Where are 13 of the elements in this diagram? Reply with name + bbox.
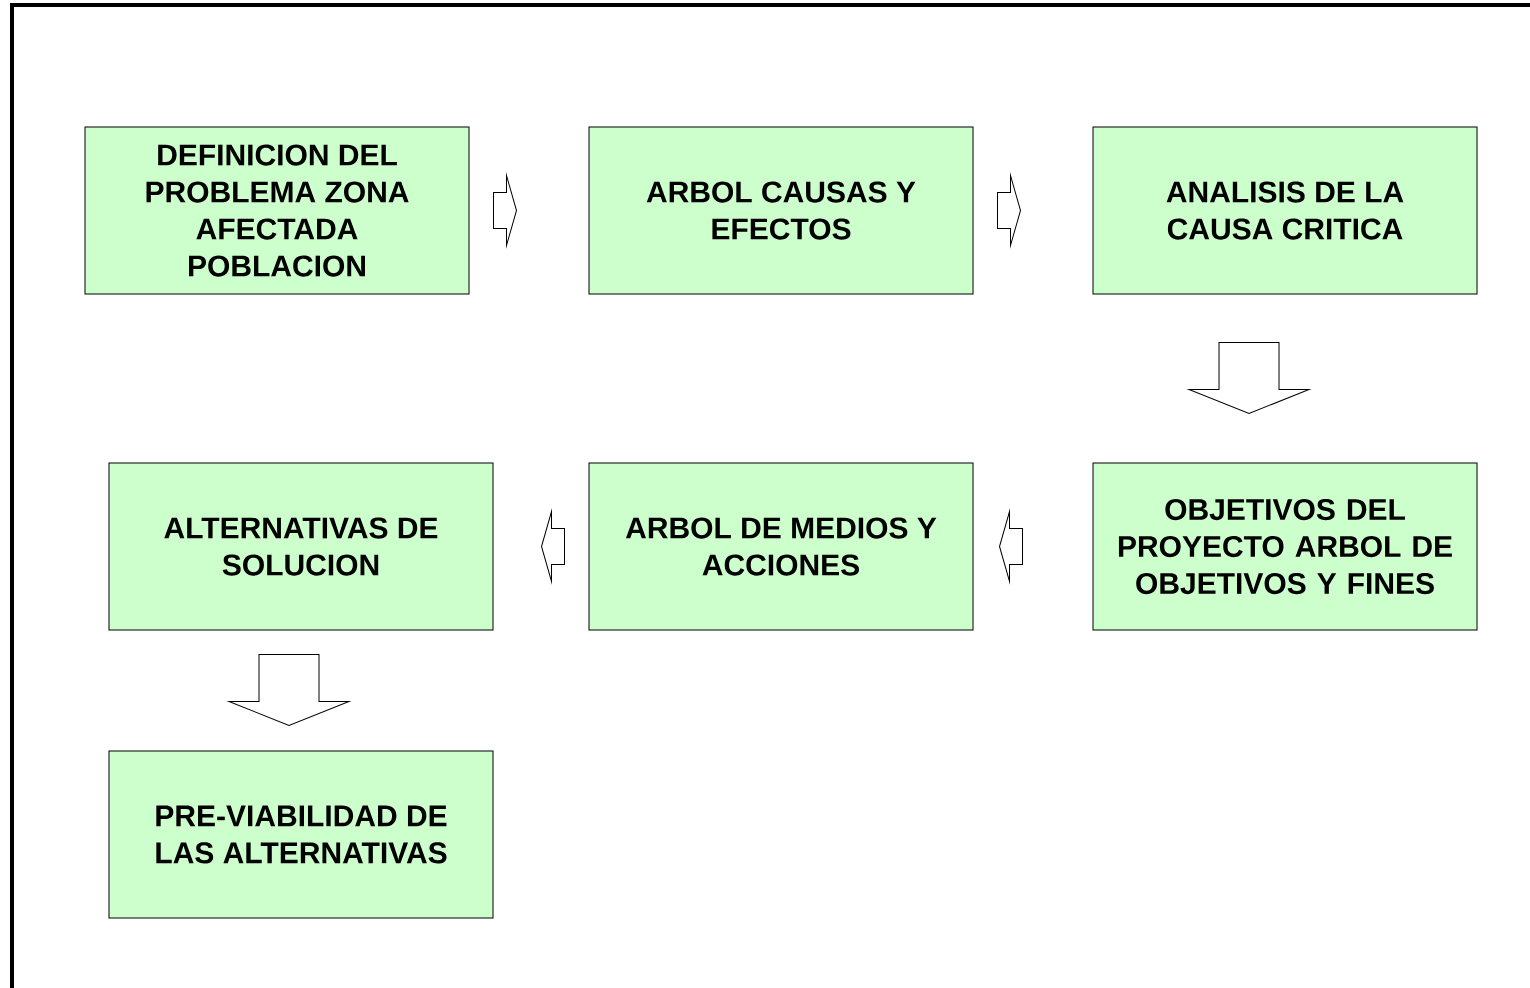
process-box: ARBOL DE MEDIOS Y ACCIONES bbox=[588, 462, 974, 631]
block-arrow bbox=[541, 511, 565, 582]
process-box: OBJETIVOS DEL PROYECTO ARBOL DE OBJETIVOS Y FINES bbox=[1092, 462, 1478, 631]
block-arrow bbox=[1188, 342, 1310, 414]
block-arrow bbox=[228, 654, 350, 726]
process-box: ALTERNATIVAS DE SOLUCION bbox=[108, 462, 494, 631]
process-box: ARBOL CAUSAS Y EFECTOS bbox=[588, 126, 974, 295]
block-arrow bbox=[493, 175, 517, 246]
process-box: DEFINICION DEL PROBLEMA ZONA AFECTADA POBLACION bbox=[84, 126, 470, 295]
process-box: PRE-VIABILIDAD DE LAS ALTERNATIVAS bbox=[108, 750, 494, 919]
process-box: ANALISIS DE LA CAUSA CRITICA bbox=[1092, 126, 1478, 295]
block-arrow bbox=[997, 175, 1021, 246]
block-arrow bbox=[999, 511, 1023, 582]
